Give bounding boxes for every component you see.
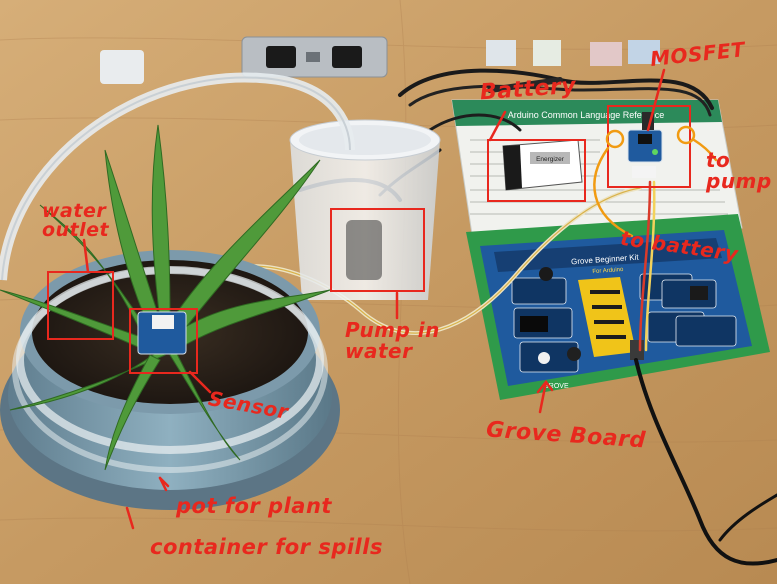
- sensor-box: [129, 308, 198, 374]
- mosfet-box: [607, 105, 691, 188]
- kit-sub: For Arduino: [592, 267, 624, 275]
- pump-in-water-label: Pump in water: [345, 318, 440, 363]
- stickers: [100, 40, 660, 84]
- grove-board-label: GROVE: [543, 383, 569, 390]
- pot-for-plant-label: pot for plant: [176, 494, 332, 518]
- plant-leaves: [0, 124, 331, 471]
- water-cup: [289, 119, 441, 300]
- battery-9v: Energizer: [502, 139, 583, 191]
- wall-outlet: [241, 36, 388, 78]
- water-outlet-label: water outlet: [42, 200, 110, 241]
- water-outlet-box: [47, 271, 114, 340]
- container-for-spills-label: container for spills: [150, 535, 383, 559]
- pump-box: [330, 208, 425, 292]
- battery-box: [487, 139, 586, 202]
- battery-brand: Energizer: [536, 156, 565, 163]
- moisture-sensor: [137, 311, 187, 355]
- reference-card-title: Arduino Common Language Reference: [508, 110, 665, 120]
- to-pump-label: to pump: [706, 148, 772, 193]
- grove-kit: Grove Beginner Kit For Arduino: [466, 214, 770, 400]
